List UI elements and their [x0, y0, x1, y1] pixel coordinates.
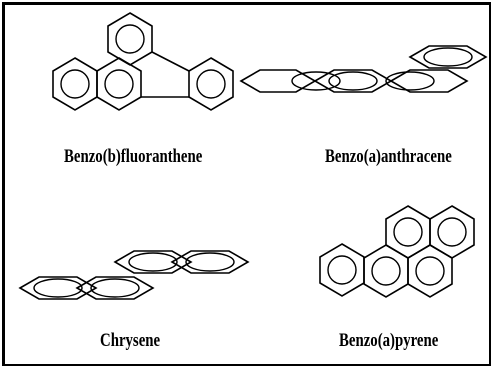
compound-label: Benzo(a)anthracene	[325, 146, 452, 167]
compound-label: Chrysene	[100, 330, 161, 351]
figure-border	[2, 2, 491, 366]
compound-label: Benzo(b)fluoranthene	[64, 146, 203, 167]
compound-label: Benzo(a)pyrene	[339, 330, 439, 351]
